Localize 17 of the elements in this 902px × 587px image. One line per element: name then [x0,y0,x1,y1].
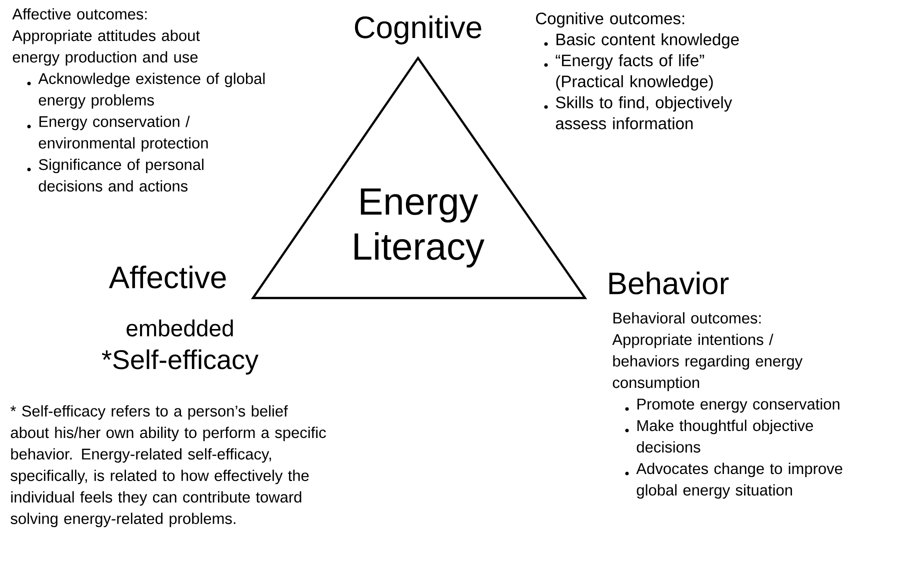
subtitle: *Self-efficacy [102,349,258,375]
paragraph: Appropriate intentions / behaviors regarding energy consumption [612,334,803,392]
text-line: Affective outcomes: [12,8,147,20]
bullet-item: “Energy facts of life” (Practical knowledge) [556,54,713,91]
bullet-item: Significance of personal decisions and actions [38,158,204,192]
bullet-item: Advocates change to improve global energy situation [636,462,842,499]
footnote: * Self-efficacy refers to a person’s belief about his/her own ability to perform a specific behavior. Energy-related self-efficacy, specifically, is related to how effectively the individual feels they can contribute toward solving energy-related problems. [10,405,326,528]
bullet-item: Skills to find, objectively assess information [556,96,732,130]
paragraph: Appropriate attitudes about energy production and use [12,30,200,66]
bullet-item: Acknowledge existence of global energy problems [38,72,265,109]
text-line: Behavioral outcomes: [613,312,761,324]
text-line: Cognitive outcomes: [536,12,684,28]
bullet-item: Basic content knowledge [556,33,739,49]
bullet-item: Promote energy conservation [637,398,840,413]
bullet-item: Make thoughtful objective decisions [636,420,813,453]
subtitle: embedded [126,320,233,336]
bullet-item: Energy conservation / environmental protection [38,116,208,152]
